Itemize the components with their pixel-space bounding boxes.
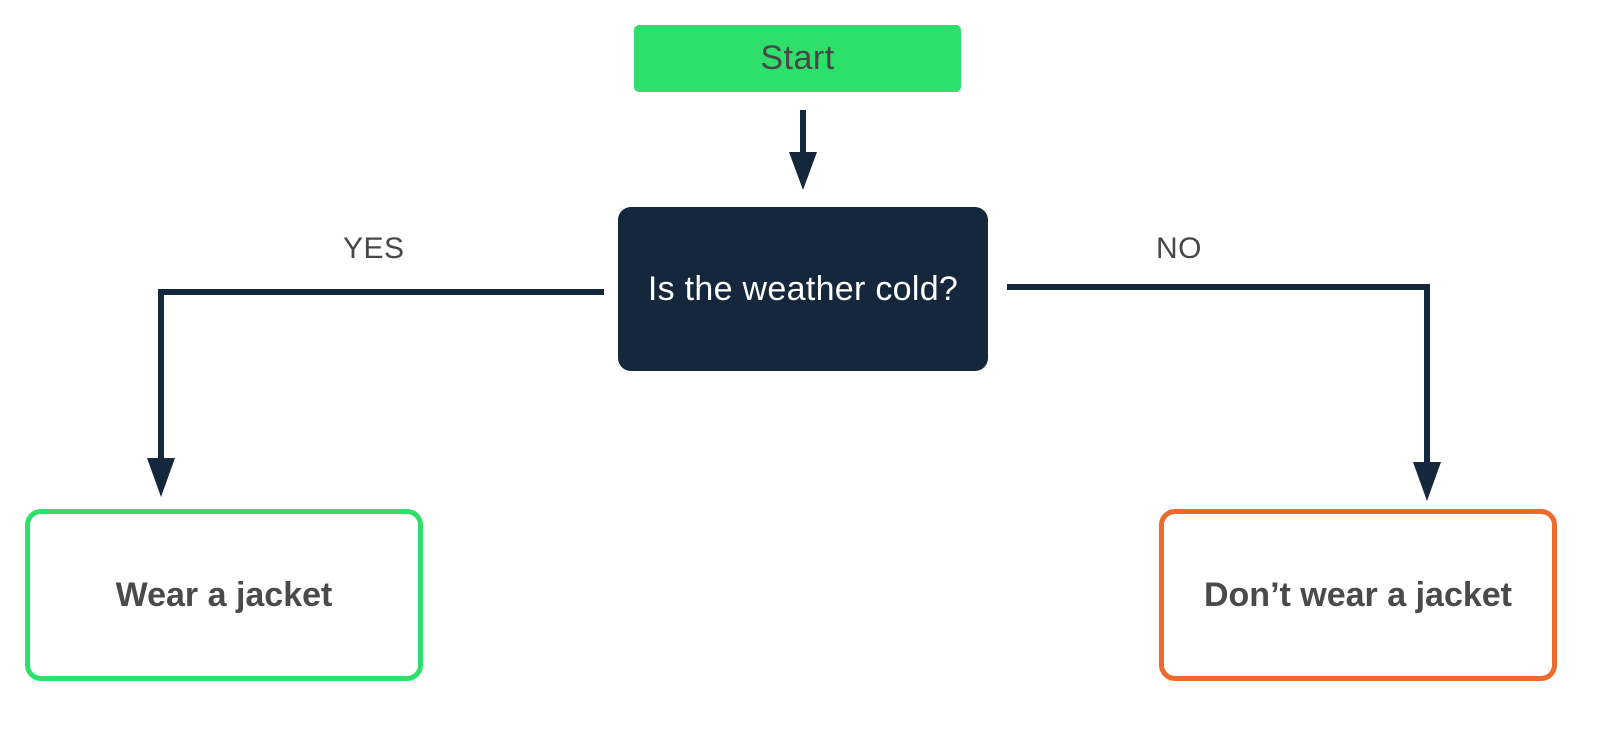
arrowhead-yes-branch bbox=[147, 458, 175, 497]
start-node: Start bbox=[634, 25, 961, 92]
arrowhead-no-branch bbox=[1413, 462, 1441, 501]
decision-node-label: Is the weather cold? bbox=[647, 269, 959, 308]
outcome-node-no: Don’t wear a jacket bbox=[1159, 509, 1557, 681]
connector-yes-branch bbox=[158, 289, 604, 458]
outcome-node-yes: Wear a jacket bbox=[25, 509, 423, 681]
decision-node: Is the weather cold? bbox=[618, 207, 988, 371]
arrowhead-start-to-decision bbox=[789, 152, 817, 190]
outcome-yes-label: Wear a jacket bbox=[115, 575, 333, 614]
no-branch-label: NO bbox=[1156, 232, 1202, 265]
outcome-no-label: Don’t wear a jacket bbox=[1203, 575, 1512, 614]
yes-branch-label: YES bbox=[343, 232, 405, 265]
connector-no-branch bbox=[1007, 284, 1430, 462]
start-node-label: Start bbox=[760, 39, 835, 77]
